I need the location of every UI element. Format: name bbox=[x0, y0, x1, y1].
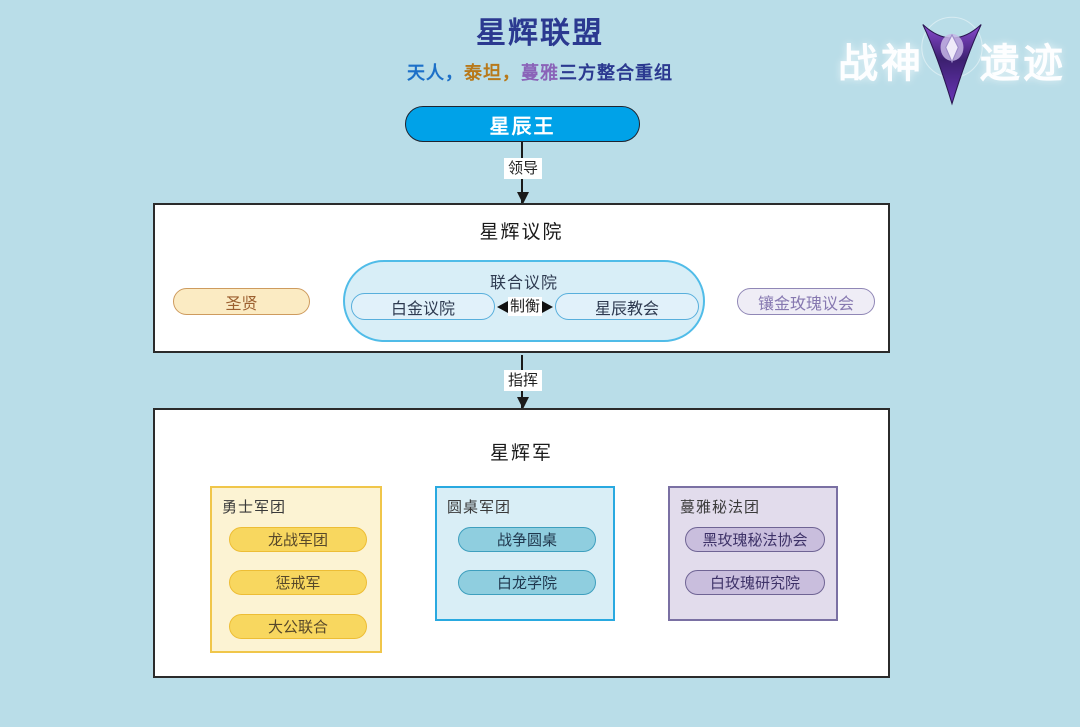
node-sage: 圣贤 bbox=[173, 288, 310, 315]
group-warrior-label: 勇士军团 bbox=[222, 498, 287, 516]
node-punishment-army: 惩戒军 bbox=[229, 570, 367, 595]
node-dragon-war-legion: 龙战军团 bbox=[229, 527, 367, 552]
group-manya-label: 蔓雅秘法团 bbox=[680, 498, 761, 516]
subtitle-rest: 三方整合重组 bbox=[559, 63, 673, 84]
edge-lead-arrow: 领导 bbox=[503, 142, 543, 204]
balance-label: 制衡 bbox=[507, 297, 542, 316]
arrow-head-icon bbox=[516, 397, 529, 409]
node-black-rose-society: 黑玫瑰秘法协会 bbox=[685, 527, 825, 552]
edge-lead-label: 领导 bbox=[503, 158, 543, 179]
arrow-head-icon bbox=[516, 192, 529, 204]
subtitle-faction-taitan: 泰坦， bbox=[464, 63, 521, 84]
group-round-table-legion: 圆桌军团 战争圆桌 白龙学院 bbox=[435, 486, 615, 621]
page-title: 星辉联盟 bbox=[476, 16, 604, 51]
group-manya-mystic: 蔓雅秘法团 黑玫瑰秘法协会 白玫瑰研究院 bbox=[668, 486, 838, 621]
army-box: 星辉军 勇士军团 龙战军团 惩戒军 大公联合 圆桌军团 战争圆桌 白龙学院 蔓雅… bbox=[153, 408, 890, 678]
army-title: 星辉军 bbox=[489, 442, 553, 464]
edge-command-label: 指挥 bbox=[503, 370, 543, 391]
edge-command-arrow: 指挥 bbox=[503, 355, 543, 409]
union-council-title: 联合议院 bbox=[489, 273, 558, 292]
logo-text-right: 遗迹 bbox=[980, 40, 1066, 87]
arrow-left-icon bbox=[496, 300, 508, 313]
node-white-dragon-academy: 白龙学院 bbox=[458, 570, 596, 595]
node-grand-duke-union: 大公联合 bbox=[229, 614, 367, 639]
node-gilded-rose-council: 镶金玫瑰议会 bbox=[737, 288, 875, 315]
council-box: 星辉议院 圣贤 联合议院 白金议院 制衡 星辰教会 镶金玫瑰议会 bbox=[153, 203, 890, 353]
tri-blade-gem-icon bbox=[916, 12, 988, 116]
page-subtitle: 天人，泰坦，蔓雅三方整合重组 bbox=[0, 59, 1080, 85]
logo-text-left: 战神 bbox=[838, 40, 924, 87]
subtitle-faction-manya: 蔓雅 bbox=[521, 63, 559, 84]
node-platinum-council: 白金议院 bbox=[351, 293, 495, 320]
node-star-king: 星辰王 bbox=[405, 106, 640, 142]
group-warrior-legion: 勇士军团 龙战军团 惩戒军 大公联合 bbox=[210, 486, 382, 653]
arrow-right-icon bbox=[542, 300, 553, 313]
node-white-rose-institute: 白玫瑰研究院 bbox=[685, 570, 825, 595]
union-council-container: 联合议院 白金议院 制衡 星辰教会 bbox=[343, 260, 705, 342]
balance-edge: 制衡 bbox=[495, 293, 555, 320]
group-round-table-label: 圆桌军团 bbox=[447, 498, 512, 516]
council-title: 星辉议院 bbox=[479, 221, 564, 243]
node-star-church: 星辰教会 bbox=[555, 293, 699, 320]
brand-logo: 战神 遗迹 bbox=[838, 10, 1066, 110]
node-war-round-table: 战争圆桌 bbox=[458, 527, 596, 552]
subtitle-faction-tianren: 天人， bbox=[407, 63, 464, 84]
